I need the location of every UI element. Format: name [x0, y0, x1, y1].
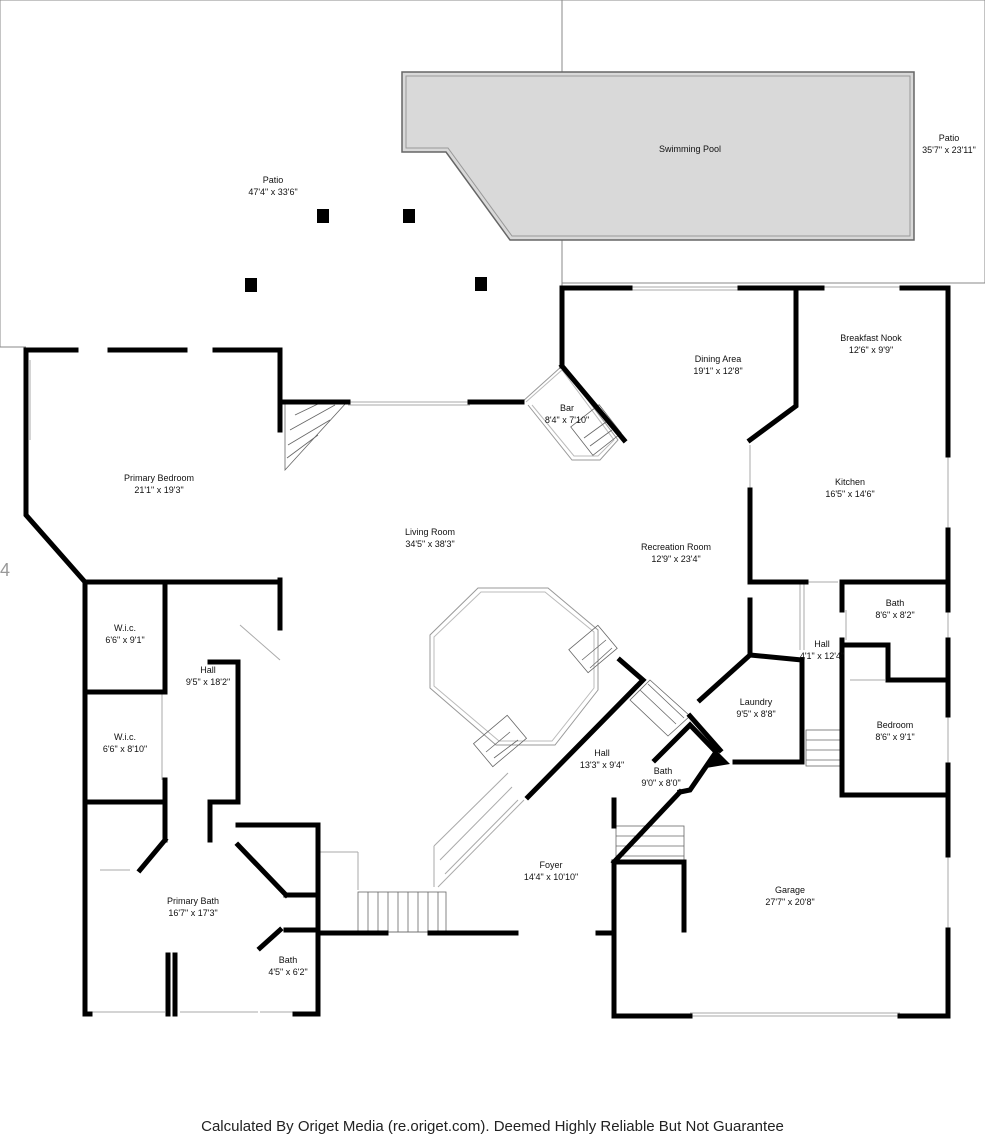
room-size: 8'6" x 8'2"	[875, 610, 914, 620]
swimming-pool-shape	[401, 71, 915, 241]
room-name: Recreation Room	[641, 542, 711, 552]
room-size: 27'7" x 20'8"	[765, 897, 814, 907]
room-name: Hall	[814, 639, 830, 649]
room-name: Patio	[263, 175, 284, 185]
room-size: 6'6" x 9'1"	[105, 635, 144, 645]
room-name: Patio	[939, 133, 960, 143]
room-name: Garage	[775, 885, 805, 895]
room-size: 35'7" x 23'11"	[922, 145, 976, 155]
room-name: Bath	[886, 598, 905, 608]
room-name: Bath	[654, 766, 673, 776]
room-size: 6'6" x 8'10"	[103, 744, 147, 754]
room-name: Breakfast Nook	[840, 333, 902, 343]
walls	[23, 285, 951, 1019]
stairs	[284, 402, 841, 933]
room-name: Bedroom	[877, 720, 914, 730]
room-name: Swimming Pool	[659, 144, 721, 154]
room-size: 9'5" x 8'8"	[736, 709, 775, 719]
room-name: Living Room	[405, 527, 455, 537]
room-size: 47'4" x 33'6"	[248, 187, 297, 197]
room-size: 16'5" x 14'6"	[825, 489, 874, 499]
patio-posts	[245, 209, 487, 292]
room-name: Laundry	[740, 697, 773, 707]
room-size: 8'6" x 9'1"	[875, 732, 914, 742]
room-size: 9'0" x 8'0"	[641, 778, 680, 788]
room-size: 16'7" x 17'3"	[168, 908, 217, 918]
room-size: 4'1" x 12'4"	[800, 651, 844, 661]
room-size: 4'5" x 6'2"	[268, 967, 307, 977]
room-size: 12'6" x 9'9"	[849, 345, 893, 355]
room-name: Hall	[200, 665, 216, 675]
room-name: Kitchen	[835, 477, 865, 487]
room-size: 19'1" x 12'8"	[693, 366, 742, 376]
room-size: 8'4" x 7'10"	[545, 415, 589, 425]
room-size: 9'5" x 18'2"	[186, 677, 230, 687]
footer-disclaimer: Calculated By Origet Media (re.origet.co…	[201, 1118, 784, 1135]
room-labels: Patio 47'4" x 33'6" Patio 35'7" x 23'11"…	[103, 133, 976, 977]
room-name: W.i.c.	[114, 732, 136, 742]
room-name: Bath	[279, 955, 298, 965]
room-name: Primary Bedroom	[124, 473, 194, 483]
room-name: Bar	[560, 403, 574, 413]
room-size: 21'1" x 19'3"	[134, 485, 183, 495]
room-name: Dining Area	[695, 354, 742, 364]
wall-wedge	[706, 750, 730, 768]
room-size: 34'5" x 38'3"	[405, 539, 454, 549]
thin-lines	[25, 286, 949, 1017]
room-size: 13'3" x 9'4"	[580, 760, 624, 770]
room-name: Foyer	[539, 860, 562, 870]
room-name: Primary Bath	[167, 896, 219, 906]
room-size: 14'4" x 10'10"	[524, 872, 578, 882]
edge-mark: 4	[0, 560, 11, 580]
room-size: 12'9" x 23'4"	[651, 554, 700, 564]
room-name: W.i.c.	[114, 623, 136, 633]
room-name: Hall	[594, 748, 610, 758]
